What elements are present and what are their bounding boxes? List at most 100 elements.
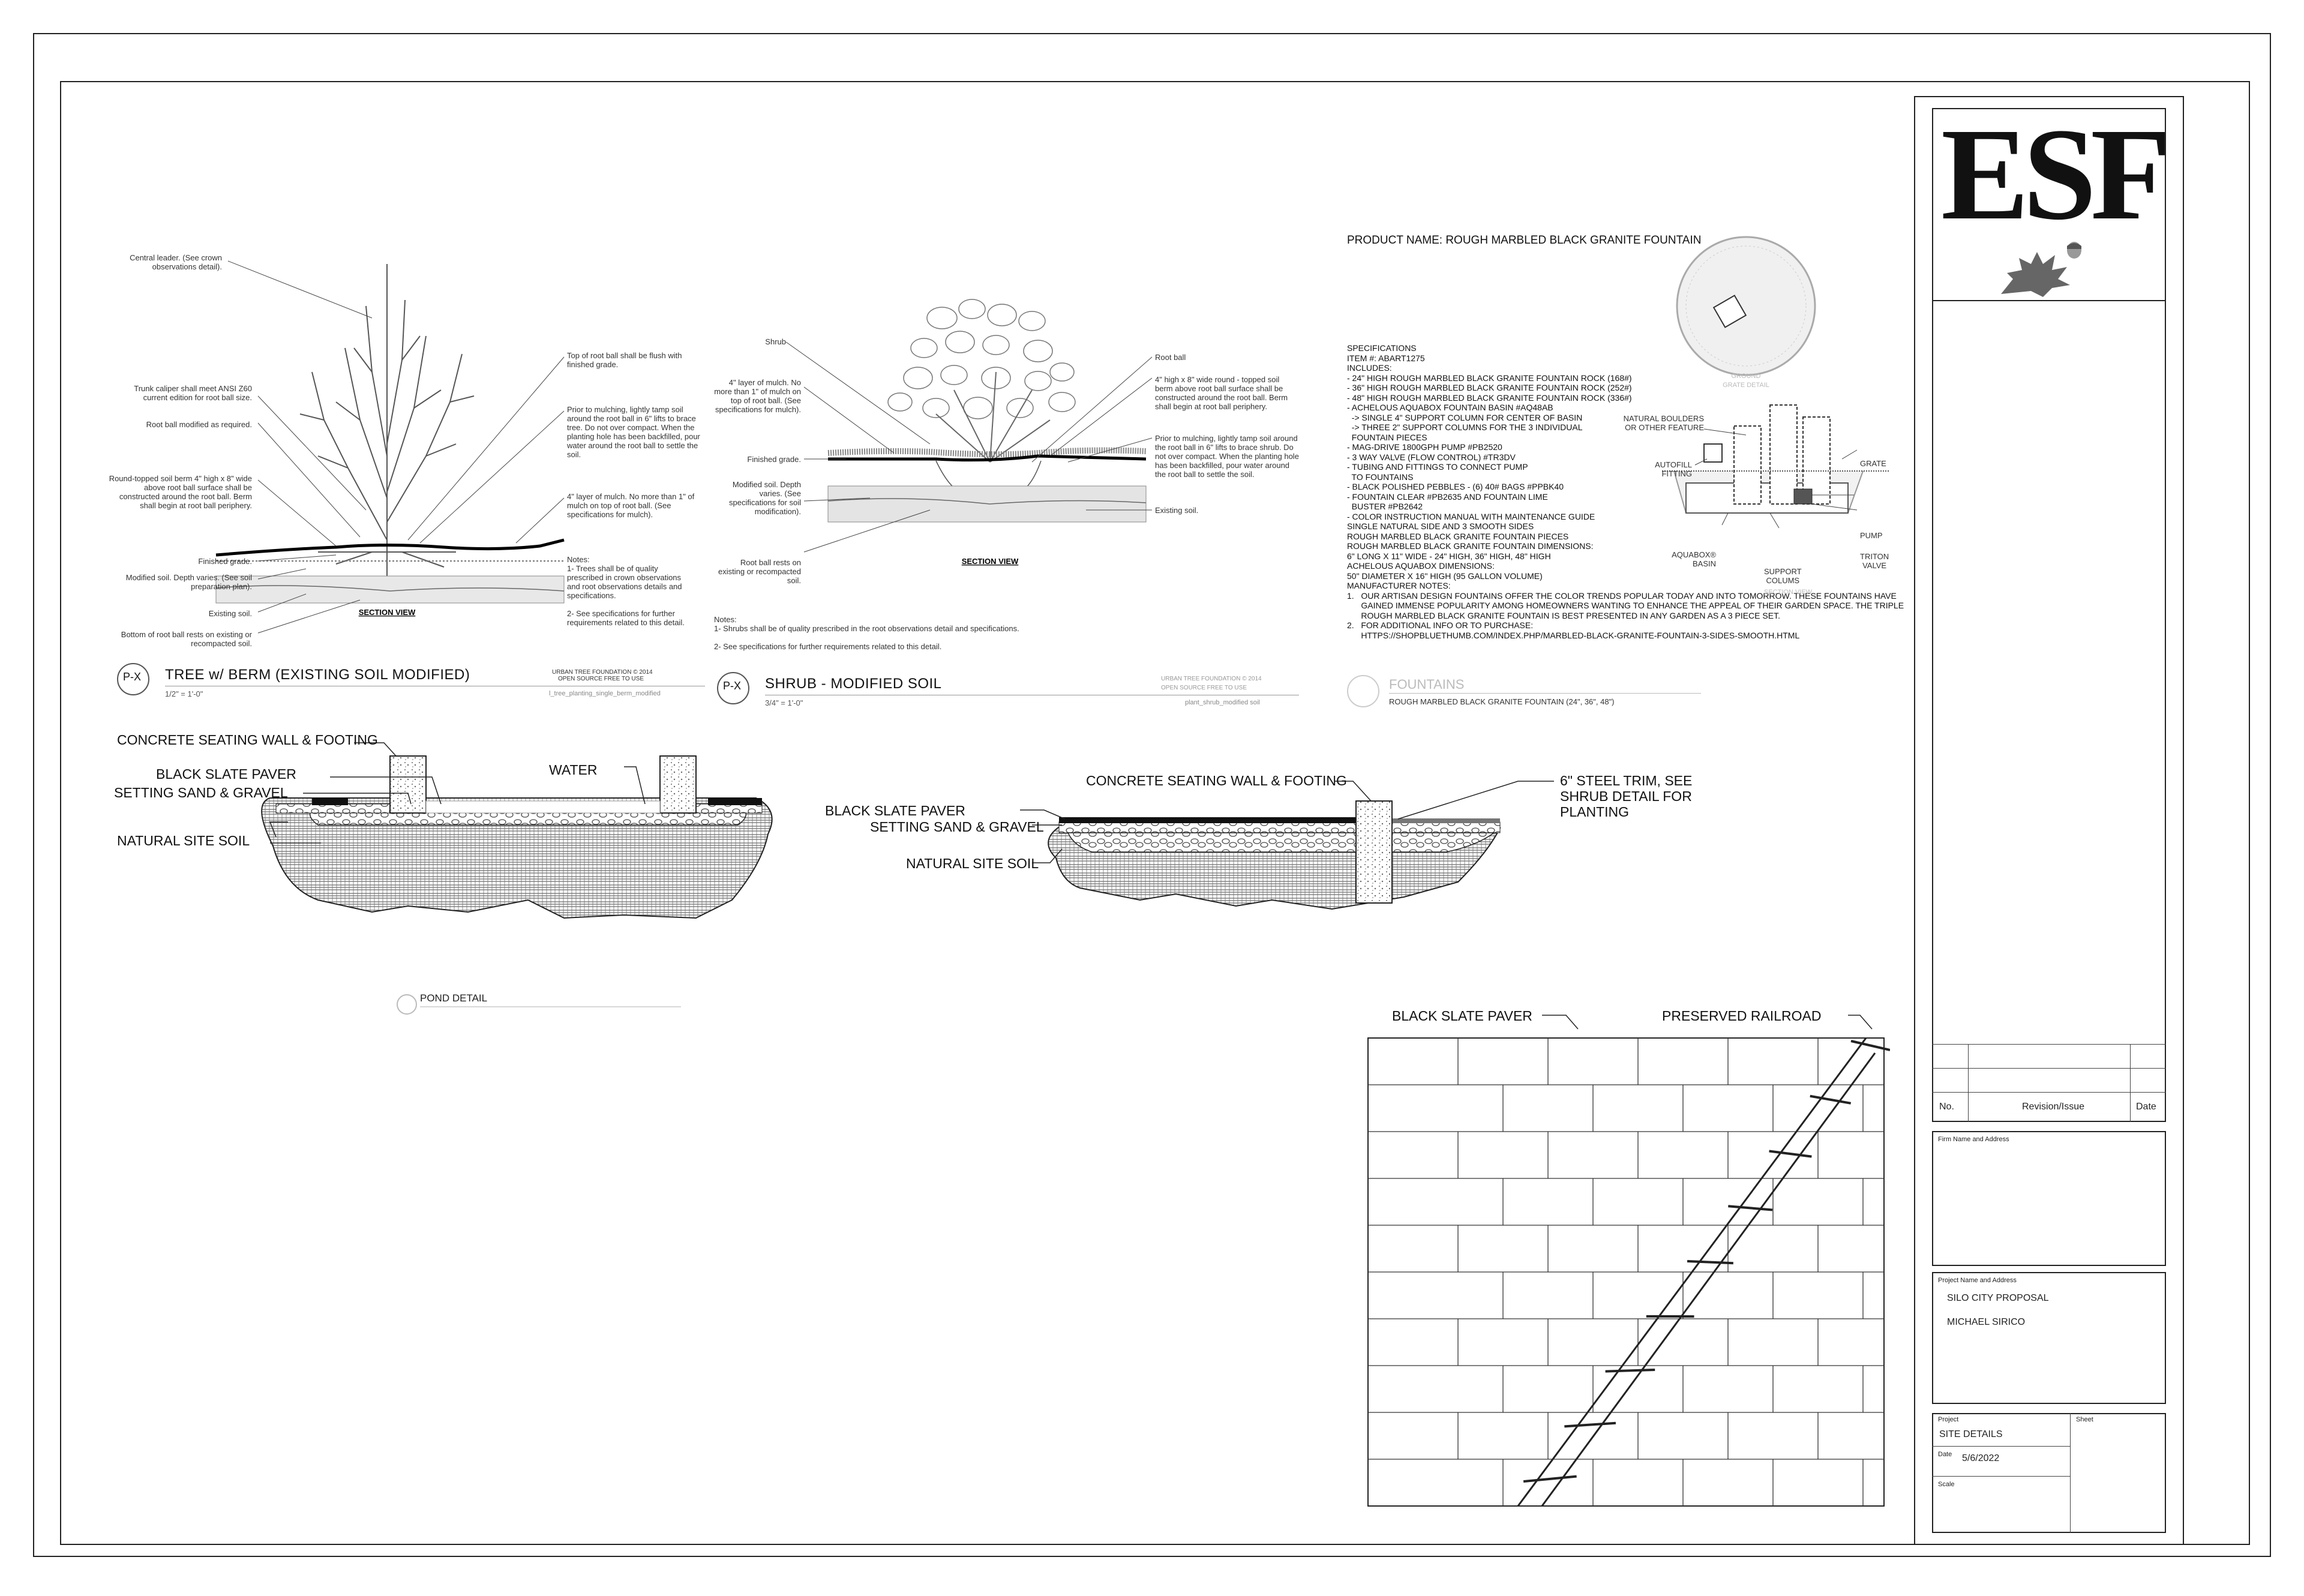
fountain-title: FOUNTAINS bbox=[1389, 677, 1465, 692]
wall-label-paver: BLACK SLATE PAVER bbox=[825, 803, 965, 818]
sheet-label: Sheet bbox=[2076, 1416, 2093, 1423]
project-box bbox=[1932, 1272, 2166, 1404]
shrub-tag-circle bbox=[717, 672, 749, 704]
tree-credit-1: URBAN TREE FOUNDATION © 2014 bbox=[552, 669, 653, 676]
sheet-box bbox=[1932, 1413, 2166, 1533]
shrub-drawing: SECTION VIEW bbox=[785, 299, 1153, 566]
sheet-col bbox=[2070, 1413, 2071, 1533]
rev-row-2 bbox=[1932, 1068, 2166, 1069]
tree-note-1: Trunk caliper shall meet ANSI Z60 curren… bbox=[134, 384, 252, 402]
fountain-plan bbox=[1676, 236, 1816, 376]
fountain-label-aquabox: AQUABOX® BASIN bbox=[1672, 550, 1716, 568]
pond-label-sand: SETTING SAND & GRAVEL bbox=[114, 785, 288, 800]
railroad-tie bbox=[1605, 1368, 1655, 1373]
project-small-label: Project bbox=[1938, 1416, 1959, 1423]
shrub-filename: plant_shrub_modified soil bbox=[1185, 699, 1260, 706]
railroad-tie bbox=[1564, 1421, 1616, 1428]
wall-label-trim: 6" STEEL TRIM, SEE SHRUB DETAIL FOR PLAN… bbox=[1560, 773, 1693, 820]
pond-label-water: WATER bbox=[549, 762, 598, 778]
tree-rnote-2: 4" layer of mulch. No more than 1" of mu… bbox=[567, 492, 695, 519]
tree-title: TREE w/ BERM (EXISTING SOIL MODIFIED) bbox=[165, 667, 470, 683]
tree-note-5: Modified soil. Depth varies. (See soil p… bbox=[125, 573, 252, 591]
pond-title: POND DETAIL bbox=[420, 992, 488, 1004]
rev-issue-label: Revision/Issue bbox=[2022, 1102, 2085, 1112]
fountain-label-autofill: AUTOFILL FITTING bbox=[1655, 460, 1692, 478]
wall-detail: CONCRETE SEATING WALL & FOOTING 6" STEEL… bbox=[816, 762, 1716, 966]
shrub-rnote-1: 4" high x 8" wide round - topped soil be… bbox=[1155, 375, 1288, 411]
tree-note-4: Finished grade. bbox=[198, 557, 252, 566]
wall-label-wall: CONCRETE SEATING WALL & FOOTING bbox=[1086, 773, 1347, 788]
fountain-section-caption: SECTION VIEW bbox=[1764, 589, 1813, 596]
railroad-tie bbox=[1850, 1040, 1890, 1051]
railroad-tie bbox=[1523, 1475, 1577, 1483]
shrub-note-2: Finished grade. bbox=[747, 455, 801, 464]
shrub-note-3: Modified soil. Depth varies. (See specif… bbox=[729, 480, 801, 516]
fountain-specs: SPECIFICATIONS ITEM #: ABART1275 INCLUDE… bbox=[1347, 343, 1904, 640]
paver-drawing bbox=[1367, 1015, 1890, 1507]
logo-box bbox=[1932, 108, 2166, 1122]
railroad-tie bbox=[1728, 1205, 1773, 1211]
oak-leaf-icon bbox=[2001, 242, 2081, 297]
fountain-detail: PRODUCT NAME: ROUGH MARBLED BLACK GRANIT… bbox=[1344, 228, 1920, 720]
fountain-label-support: SUPPORT COLUMS bbox=[1764, 567, 1802, 585]
tree-rnote-1: Prior to mulching, lightly tamp soil aro… bbox=[567, 405, 700, 459]
tree-title-block: P-X TREE w/ BERM (EXISTING SOIL MODIFIED… bbox=[117, 663, 708, 699]
firm-label: Firm Name and Address bbox=[1938, 1136, 2009, 1143]
fountain-title-circle bbox=[1347, 675, 1379, 707]
wall-drawing bbox=[1020, 781, 1554, 910]
shrub-notes: Notes: 1- Shrubs shall be of quality pre… bbox=[714, 615, 1019, 651]
fountain-label-grate: GRATE bbox=[1860, 459, 1886, 468]
tree-tag: P-X bbox=[122, 671, 141, 683]
rev-no-label: No. bbox=[1939, 1102, 1954, 1112]
tree-note-3: Round-topped soil berm 4" high x 8" wide… bbox=[109, 474, 252, 510]
tree-note-7: Bottom of root ball rests on existing or… bbox=[121, 630, 252, 648]
shrub-rnote-0: Root ball bbox=[1155, 353, 1186, 362]
pond-label-wall: CONCRETE SEATING WALL & FOOTING bbox=[117, 732, 378, 748]
fountain-label-pump: PUMP bbox=[1860, 531, 1883, 540]
firm-box bbox=[1932, 1131, 2166, 1266]
pond-drawing bbox=[261, 742, 773, 1015]
shrub-rnote-3: Existing soil. bbox=[1155, 506, 1199, 515]
tree-note-0: Central leader. (See crown observations … bbox=[130, 253, 222, 271]
tree-notes: Notes: 1- Trees shall be of quality pres… bbox=[567, 555, 685, 627]
rev-row-3 bbox=[1932, 1092, 2166, 1093]
railroad-tie bbox=[1810, 1094, 1852, 1105]
tree-note-2: Root ball modified as required. bbox=[146, 420, 252, 429]
scale-label: Scale bbox=[1938, 1481, 1955, 1488]
fountain-title-rule bbox=[1389, 693, 1701, 694]
tree-section-label: SECTION VIEW bbox=[359, 608, 416, 617]
shrub-detail: SECTION VIEW Shrub 4" layer of mulch. No… bbox=[714, 282, 1314, 714]
railroad-label: PRESERVED RAILROAD bbox=[1662, 1008, 1822, 1024]
pond-detail: CONCRETE SEATING WALL & FOOTING BLACK SL… bbox=[108, 732, 858, 1020]
fountain-section bbox=[1662, 404, 1890, 529]
tree-rnote-0: Top of root ball shall be flush with fin… bbox=[567, 351, 682, 369]
tree-note-6: Existing soil. bbox=[208, 609, 252, 618]
shrub-scale: 3/4" = 1'-0" bbox=[765, 698, 803, 707]
rev-col-1 bbox=[1968, 1044, 1969, 1122]
railroad-tie bbox=[1769, 1150, 1812, 1158]
fountain-label-boulders: NATURAL BOULDERS OR OTHER FEATURE bbox=[1623, 414, 1704, 432]
shrub-note-1: 4" layer of mulch. No more than 1" of mu… bbox=[714, 378, 801, 414]
fountain-subtitle: ROUGH MARBLED BLACK GRANITE FOUNTAIN (24… bbox=[1389, 697, 1615, 706]
railroad-tie bbox=[1687, 1260, 1733, 1265]
shrub-title-block: P-X SHRUB - MODIFIED SOIL 3/4" = 1'-0" U… bbox=[717, 672, 1302, 708]
project-value: SITE DETAILS bbox=[1939, 1429, 2003, 1439]
project-author: MICHAEL SIRICO bbox=[1947, 1317, 2026, 1327]
logo-divider bbox=[1932, 300, 2166, 301]
title-block bbox=[1914, 96, 2184, 1545]
paver-label: BLACK SLATE PAVER bbox=[1392, 1008, 1532, 1024]
sheet-row-1 bbox=[1932, 1446, 2070, 1447]
tree-filename: l_tree_planting_single_berm_modified bbox=[549, 690, 661, 697]
fountain-plan-caption: GROUND GRATE DETAIL bbox=[1723, 373, 1769, 389]
paver-plan: BLACK SLATE PAVER PRESERVED RAILROAD bbox=[1362, 1008, 1890, 1512]
shrub-section-label: SECTION VIEW bbox=[962, 557, 1019, 566]
shrub-title: SHRUB - MODIFIED SOIL bbox=[765, 676, 942, 692]
shrub-rnote-2: Prior to mulching, lightly tamp soil aro… bbox=[1155, 434, 1299, 479]
shrub-credit: URBAN TREE FOUNDATION © 2014 OPEN SOURCE… bbox=[1161, 676, 1262, 691]
shrub-note-4: Root ball rests on existing or recompact… bbox=[718, 558, 801, 585]
tree-detail: SECTION VIEW Central leader. (See crown … bbox=[108, 240, 708, 708]
drawing-border bbox=[60, 81, 2250, 1545]
project-name: SILO CITY PROPOSAL bbox=[1947, 1293, 2049, 1303]
rev-date-label: Date bbox=[2136, 1102, 2156, 1112]
tree-tag-circle bbox=[117, 663, 149, 695]
